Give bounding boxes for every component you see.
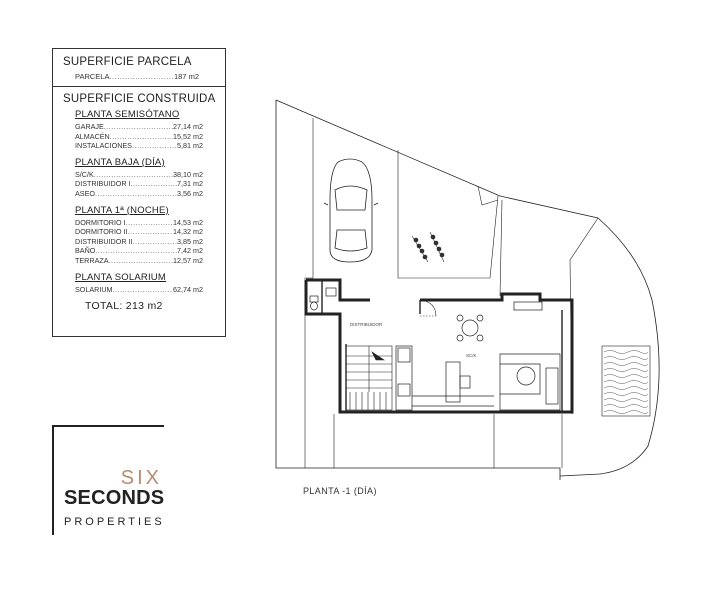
leader-dots: ........................................… — [125, 217, 174, 227]
area-row: INSTALACIONES...........................… — [75, 141, 203, 151]
plot-boundary — [275, 100, 561, 480]
toilet-icon — [309, 287, 337, 311]
area-label: SOLARIUM — [75, 284, 113, 294]
car-icon — [323, 158, 379, 263]
door-arcs — [419, 299, 437, 317]
area-value: 7,42 m2 — [177, 246, 203, 256]
staircase — [345, 345, 393, 411]
section-title: PLANTA 1ª (NOCHE) — [75, 204, 169, 216]
plan-caption: PLANTA -1 (DÍA) — [303, 486, 377, 496]
area-label: ALMACÉN — [75, 131, 110, 141]
section-title: PLANTA BAJA (DÍA) — [75, 156, 165, 168]
leader-dots: ........................................… — [109, 131, 173, 141]
parcel-title: SUPERFICIE PARCELA — [63, 56, 192, 68]
area-value: 14,53 m2 — [173, 217, 203, 227]
leader-dots: ........................................… — [103, 122, 173, 131]
area-value: 27,14 m2 — [173, 122, 203, 131]
leader-dots: ........................................… — [132, 236, 178, 246]
area-row: DORMITORIO I............................… — [75, 218, 203, 228]
area-row: SOLARIUM................................… — [75, 285, 203, 295]
area-label: DORMITORIO II — [75, 227, 128, 237]
area-label: INSTALACIONES — [75, 141, 132, 151]
inner-boundary — [304, 118, 314, 468]
leader-dots: ........................................… — [109, 72, 174, 81]
leader-dots: ........................................… — [127, 227, 173, 237]
leader-dots: ........................................… — [131, 141, 177, 151]
area-label: DISTRIBUIDOR II — [75, 236, 133, 246]
logo-six: SIX — [120, 467, 162, 489]
area-row: DISTRIBUIDOR I..........................… — [75, 179, 203, 189]
room-label-sck: SC/K — [466, 353, 477, 358]
sofa — [499, 353, 561, 411]
area-value: 3,56 m2 — [177, 188, 203, 198]
section-title: PLANTA SEMISÓTANO — [75, 109, 180, 120]
leader-dots: ........................................… — [93, 169, 173, 179]
area-section: PLANTA 1ª (NOCHE)DORMITORIO I...........… — [75, 205, 203, 266]
area-row: BAÑO....................................… — [75, 246, 203, 256]
leader-dots: ........................................… — [112, 284, 173, 294]
built-title: SUPERFICIE CONSTRUIDA — [63, 93, 216, 105]
sections-list: PLANTA SEMISÓTANO GARAJE.................… — [63, 109, 225, 294]
area-row: DISTRIBUIDOR II.........................… — [75, 237, 203, 247]
area-value: 15,52 m2 — [173, 131, 203, 141]
area-section: PLANTA SEMISÓTANO GARAJE.................… — [75, 109, 203, 151]
area-value: 3,85 m2 — [177, 236, 203, 246]
area-row: ALMACÉN.................................… — [75, 132, 203, 142]
area-row: ASEO....................................… — [75, 189, 203, 199]
area-label: GARAJE — [75, 122, 104, 131]
area-value: 7,31 m2 — [177, 179, 203, 189]
areas-table: SUPERFICIE PARCELA PARCELA .............… — [52, 48, 226, 337]
leader-dots: ........................................… — [94, 188, 177, 198]
plant-icon — [411, 231, 445, 263]
leader-dots: ........................................… — [108, 255, 173, 265]
area-row: S/C/K...................................… — [75, 170, 203, 180]
kitchen-counter — [395, 345, 494, 411]
area-label: TERRAZA — [75, 255, 109, 265]
area-label: DISTRIBUIDOR I — [75, 179, 131, 189]
parcel-label: PARCELA — [75, 72, 110, 81]
area-label: BAÑO — [75, 246, 96, 256]
parcel-section: SUPERFICIE PARCELA PARCELA .............… — [53, 49, 225, 87]
area-value: 12,57 m2 — [173, 255, 203, 265]
house-walls — [304, 278, 574, 414]
area-value: 38,10 m2 — [173, 169, 203, 179]
area-row: GARAJE..................................… — [75, 122, 203, 132]
built-section: SUPERFICIE CONSTRUIDA PLANTA SEMISÓTANO G… — [53, 87, 225, 312]
parcel-row: PARCELA ................................… — [75, 71, 199, 82]
leader-dots: ........................................… — [95, 246, 177, 256]
area-label: DORMITORIO I — [75, 217, 126, 227]
area-row: DORMITORIO II...........................… — [75, 227, 203, 237]
total-area: TOTAL: 213 m2 — [85, 300, 163, 313]
area-value: 14,32 m2 — [173, 227, 203, 237]
section-title: PLANTA SOLARIUM — [75, 271, 166, 283]
area-label: S/C/K — [75, 169, 94, 179]
room-label-distribuidor: DISTRIBUIDOR — [350, 322, 383, 327]
area-value: 5,81 m2 — [177, 141, 203, 151]
hatched-pool-area — [601, 345, 651, 417]
logo-seconds: SECONDS — [64, 487, 165, 509]
area-row: TERRAZA.................................… — [75, 256, 203, 266]
six-seconds-logo: SIX SECONDS PROPERTIES — [52, 425, 164, 535]
dining-table — [456, 301, 543, 342]
parcel-value: 187 m2 — [173, 72, 199, 81]
logo-properties: PROPERTIES — [64, 516, 165, 528]
area-section: PLANTA BAJA (DÍA)S/C/K..................… — [75, 157, 203, 199]
area-label: ASEO — [75, 188, 95, 198]
area-value: 62,74 m2 — [173, 284, 203, 294]
plot-diagonal — [275, 99, 660, 477]
leader-dots: ........................................… — [130, 179, 178, 189]
